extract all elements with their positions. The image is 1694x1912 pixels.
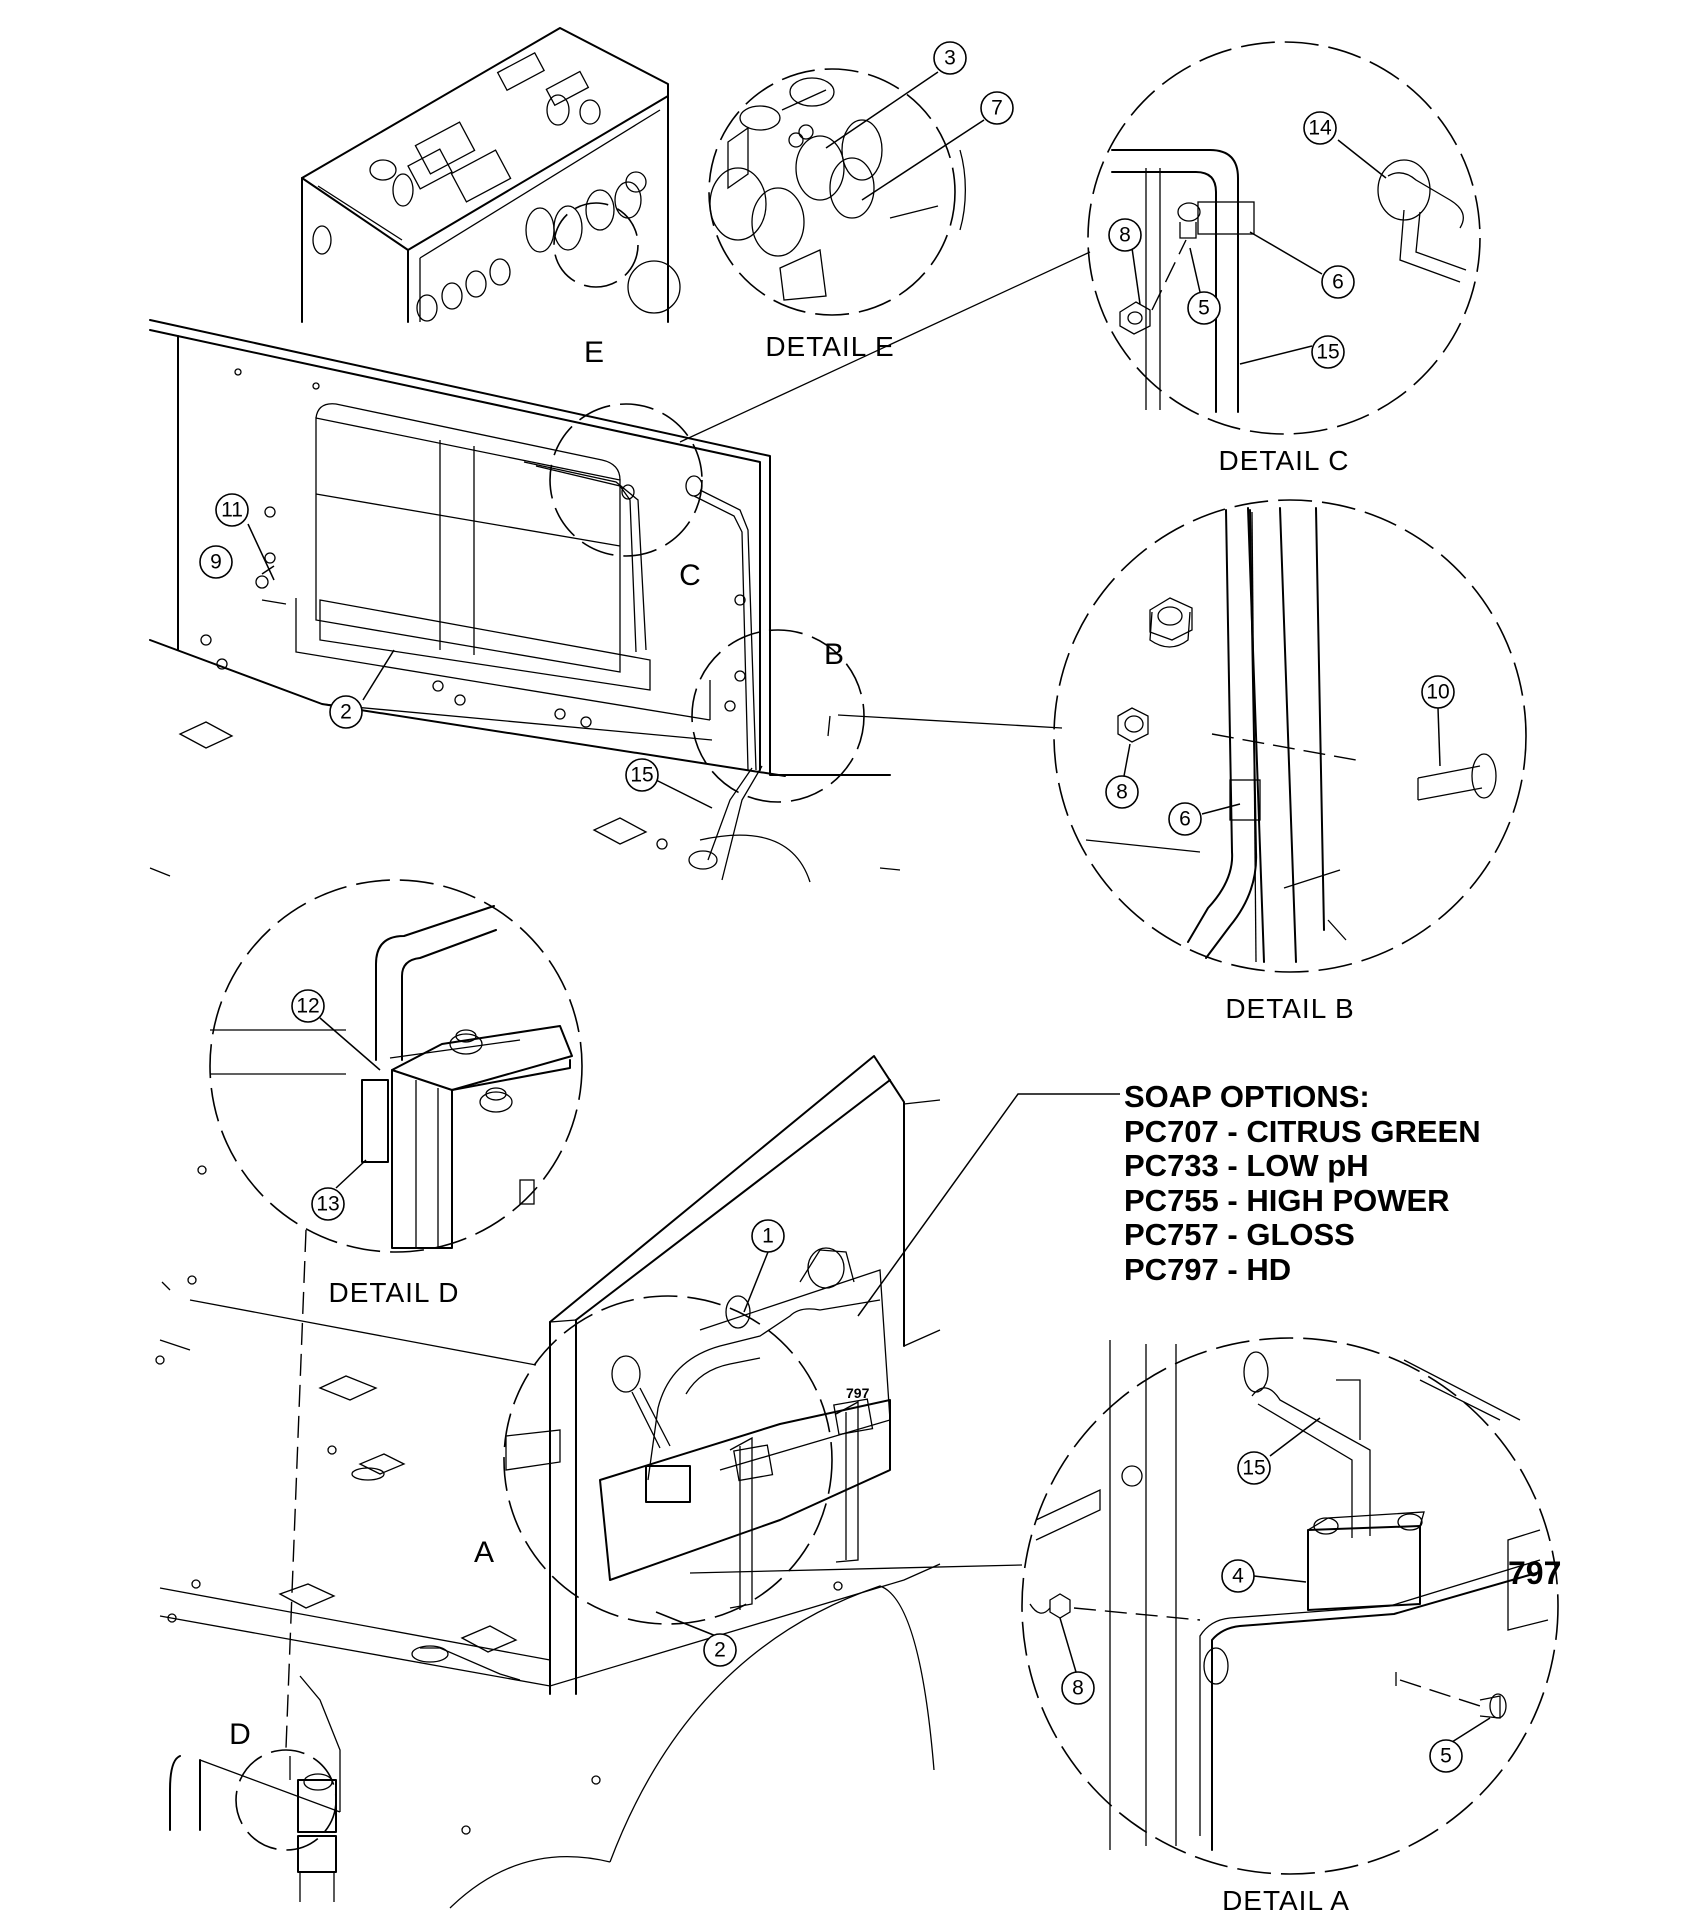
svg-text:8: 8 xyxy=(1119,224,1131,247)
callout-bubble: 15 xyxy=(625,758,659,792)
svg-text:11: 11 xyxy=(221,499,243,522)
detail-e-marker-circle xyxy=(553,202,639,288)
callout-bubble: 3 xyxy=(933,41,967,75)
detail-b-label: DETAIL B xyxy=(1225,993,1354,1024)
callout-bubble: 13 xyxy=(311,1187,345,1221)
callout-bubble: 5 xyxy=(1187,291,1221,325)
svg-text:3: 3 xyxy=(944,47,956,70)
detail-c-marker-circle xyxy=(549,403,703,557)
svg-text:2: 2 xyxy=(340,701,352,724)
view-letter-b: B xyxy=(824,638,844,671)
main-top-assembly: C B 11 9 2 15 xyxy=(149,319,901,883)
svg-text:1: 1 xyxy=(762,1225,774,1248)
callout-bubble: 9 xyxy=(199,545,233,579)
svg-text:4: 4 xyxy=(1232,1565,1244,1588)
svg-text:6: 6 xyxy=(1179,808,1191,831)
callout-bubble: 2 xyxy=(329,695,363,729)
callout-bubble: 15 xyxy=(1311,335,1345,369)
soap-option-item: PC757 - GLOSS xyxy=(1124,1217,1355,1252)
detail-e: DETAIL E 3 7 xyxy=(708,41,1014,362)
svg-text:15: 15 xyxy=(630,764,653,787)
callout-bubble: 6 xyxy=(1168,802,1202,836)
callout-bubble: 1 xyxy=(751,1219,785,1253)
callout-bubble: 7 xyxy=(980,91,1014,125)
detail-d-marker-circle xyxy=(235,1749,337,1851)
svg-text:13: 13 xyxy=(316,1193,339,1216)
svg-text:10: 10 xyxy=(1426,681,1449,704)
callout-bubble: 11 xyxy=(215,493,249,527)
detail-e-label: DETAIL E xyxy=(765,331,894,362)
detail-link-lines xyxy=(189,251,1091,1749)
detail-c-label: DETAIL C xyxy=(1219,445,1350,476)
bottle-label: 797 xyxy=(846,1385,870,1401)
callout-bubble: 15 xyxy=(1237,1451,1271,1485)
callout-bubble: 8 xyxy=(1105,775,1139,809)
lower-assembly: A D 797 1 2 xyxy=(155,1055,1120,1909)
callout-bubble: 14 xyxy=(1303,111,1337,145)
soap-option-item: PC755 - HIGH POWER xyxy=(1124,1182,1450,1218)
svg-text:5: 5 xyxy=(1440,1745,1452,1768)
bottle-label-detail: 797 xyxy=(1508,1555,1561,1591)
detail-d: DETAIL D 12 13 xyxy=(209,879,583,1308)
view-letter-e: E xyxy=(584,336,604,369)
soap-option-item: PC797 - HD xyxy=(1124,1251,1292,1287)
svg-text:8: 8 xyxy=(1072,1677,1084,1700)
svg-text:6: 6 xyxy=(1332,271,1344,294)
detail-a: 797 DETAIL A 15 4 8 5 xyxy=(1021,1337,1561,1912)
callout-bubble: 5 xyxy=(1429,1739,1463,1773)
callout-bubble: 6 xyxy=(1321,265,1355,299)
svg-text:9: 9 xyxy=(210,551,222,574)
callout-bubble: 12 xyxy=(291,989,325,1023)
detail-d-label: DETAIL D xyxy=(329,1277,460,1308)
svg-text:8: 8 xyxy=(1116,781,1128,804)
view-letter-c: C xyxy=(679,559,701,592)
callout-bubble: 10 xyxy=(1421,675,1455,709)
callout-bubble: 8 xyxy=(1061,1671,1095,1705)
detail-a-marker-circle xyxy=(503,1295,833,1625)
svg-text:2: 2 xyxy=(714,1639,726,1662)
detail-a-label: DETAIL A xyxy=(1222,1885,1350,1912)
callout-bubble: 8 xyxy=(1108,218,1142,252)
soap-option-item: PC707 - CITRUS GREEN xyxy=(1124,1113,1481,1149)
svg-text:5: 5 xyxy=(1198,297,1210,320)
control-panel: E xyxy=(301,27,681,369)
soap-option-item: PC733 - LOW pH xyxy=(1124,1148,1369,1183)
view-letter-d: D xyxy=(229,1718,251,1751)
soap-options-note: SOAP OPTIONS: PC707 - CITRUS GREEN PC733… xyxy=(1124,1079,1481,1287)
svg-text:15: 15 xyxy=(1242,1457,1265,1480)
detail-b: DETAIL B 10 8 6 xyxy=(1053,499,1527,1024)
svg-text:7: 7 xyxy=(991,97,1003,120)
svg-text:12: 12 xyxy=(296,995,319,1018)
svg-text:14: 14 xyxy=(1308,117,1332,140)
soap-options-heading: SOAP OPTIONS: xyxy=(1124,1079,1370,1114)
callout-bubble: 4 xyxy=(1221,1559,1255,1593)
callout-bubble: 2 xyxy=(703,1633,737,1667)
svg-text:15: 15 xyxy=(1316,341,1339,364)
detail-c: DETAIL C 14 8 5 6 15 xyxy=(1087,41,1481,476)
view-letter-a: A xyxy=(474,1536,494,1569)
